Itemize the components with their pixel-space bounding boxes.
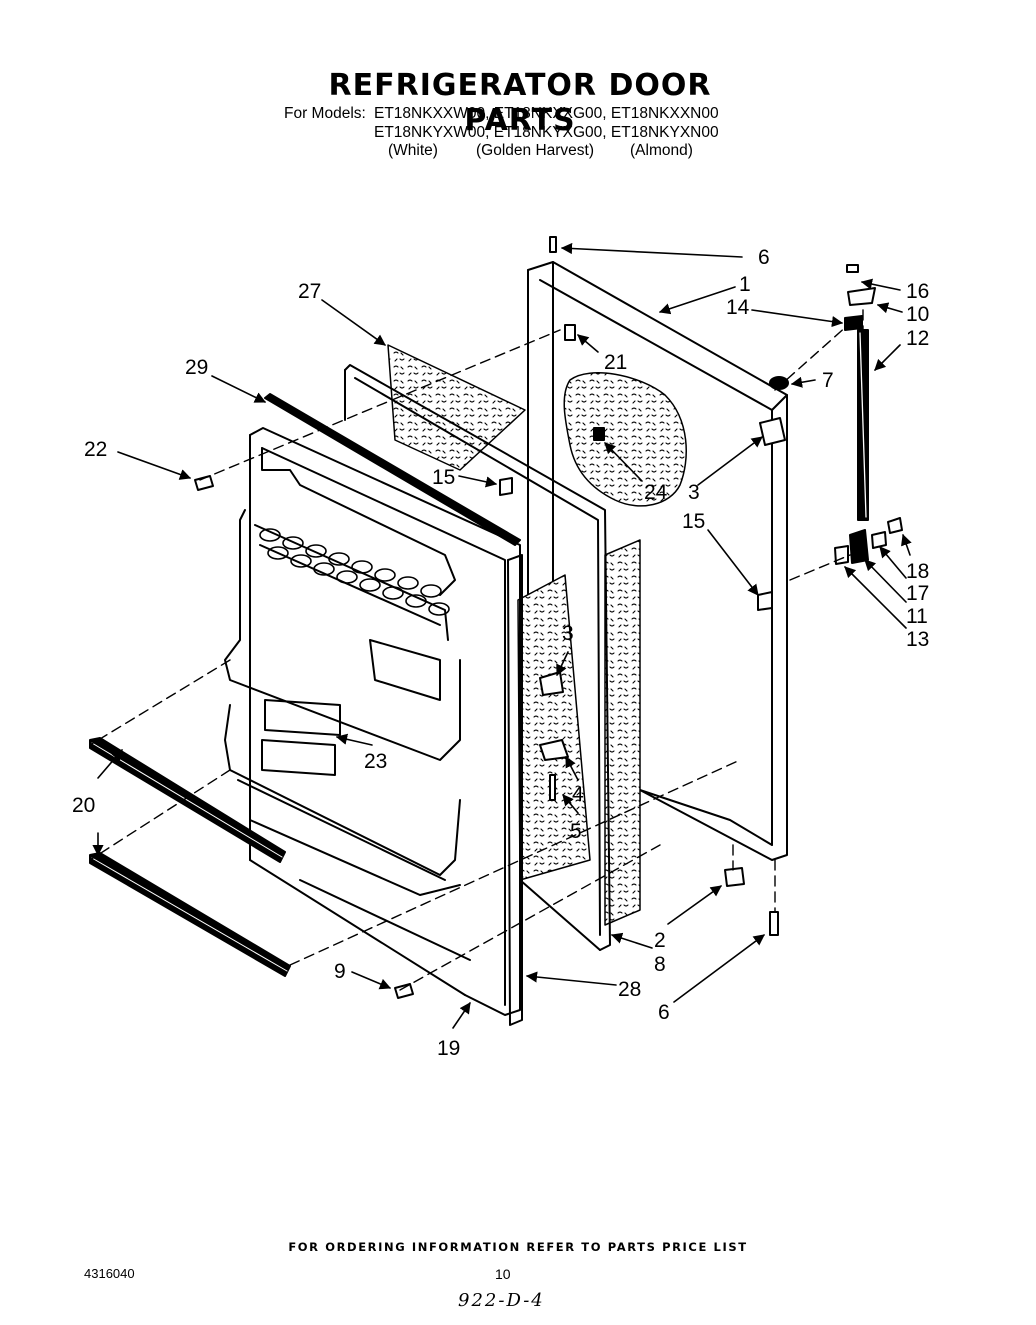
callout-17: 17 bbox=[906, 582, 929, 605]
callout-10: 10 bbox=[906, 303, 929, 326]
models-label: For Models: bbox=[284, 105, 366, 122]
callout-14: 14 bbox=[726, 296, 750, 319]
callout-4: 4 bbox=[572, 783, 584, 806]
screw-16 bbox=[846, 264, 859, 273]
plug-24 bbox=[593, 427, 605, 441]
bracket-3-lower bbox=[539, 671, 564, 696]
screw-9 bbox=[394, 983, 414, 999]
door-stop-7 bbox=[769, 376, 789, 390]
bushing-17 bbox=[871, 531, 887, 549]
bracket-13 bbox=[834, 545, 849, 565]
foot-2 bbox=[724, 867, 745, 887]
callout-22: 22 bbox=[84, 438, 107, 461]
callout-3-upper: 3 bbox=[688, 481, 700, 504]
callout-7: 7 bbox=[822, 369, 834, 392]
insulation-panel-upper bbox=[387, 344, 526, 471]
handwritten-reference: 922-D-4 bbox=[458, 1290, 545, 1311]
callout-18: 18 bbox=[906, 560, 929, 583]
callout-6-bottom: 6 bbox=[658, 1001, 670, 1024]
callout-24: 24 bbox=[644, 481, 668, 504]
top-trim-strip bbox=[264, 393, 521, 546]
bracket-14 bbox=[844, 315, 863, 331]
hinge-11 bbox=[849, 529, 869, 564]
model-list: For Models: ET18NKXXW00, ET18NKXXG00, ET1… bbox=[284, 104, 719, 142]
callout-23: 23 bbox=[364, 750, 387, 773]
callout-12: 12 bbox=[906, 327, 929, 350]
breaker-strip bbox=[507, 554, 523, 1026]
inner-door-liner bbox=[224, 427, 521, 1016]
document-number: 4316040 bbox=[84, 1266, 135, 1281]
pin-18 bbox=[887, 517, 903, 534]
door-shelf-bars bbox=[89, 737, 291, 977]
callout-27: 27 bbox=[298, 280, 321, 303]
clip-15-upper bbox=[499, 477, 513, 496]
screw-6-bottom bbox=[769, 911, 779, 936]
color-white: (White) bbox=[388, 142, 438, 159]
callout-16: 16 bbox=[906, 280, 929, 303]
models-line-1: ET18NKXXW00, ET18NKXXG00, ET18NKXXN00 bbox=[374, 105, 719, 122]
callout-8: 8 bbox=[654, 953, 666, 976]
callout-3-lower: 3 bbox=[562, 622, 574, 645]
assembly-guide-lines bbox=[89, 309, 864, 991]
egg-holders bbox=[259, 528, 450, 616]
color-golden-harvest: (Golden Harvest) bbox=[476, 142, 595, 159]
clip-15-lower bbox=[757, 591, 773, 611]
hardware-parts bbox=[194, 236, 903, 999]
screw-5 bbox=[549, 774, 556, 801]
callout-6-top: 6 bbox=[758, 246, 770, 269]
callout-numbers: 6 1 27 21 29 22 15 24 3 16 10 14 12 7 15… bbox=[72, 246, 929, 1060]
ordering-note: FOR ORDERING INFORMATION REFER TO PARTS … bbox=[288, 1240, 748, 1254]
callout-13: 13 bbox=[906, 628, 929, 651]
callout-21: 21 bbox=[604, 351, 627, 374]
plug-21 bbox=[564, 324, 576, 341]
callout-20: 20 bbox=[72, 794, 95, 817]
page-number: 10 bbox=[495, 1266, 511, 1282]
callout-2: 2 bbox=[654, 929, 666, 952]
page-title: REFRIGERATOR DOOR PARTS bbox=[328, 68, 712, 138]
insulation-panel-side bbox=[604, 539, 641, 926]
callout-19: 19 bbox=[437, 1037, 460, 1060]
callout-11: 11 bbox=[906, 605, 928, 628]
callout-1: 1 bbox=[739, 273, 751, 296]
callout-9: 9 bbox=[334, 960, 346, 983]
callout-15-lower: 15 bbox=[682, 510, 705, 533]
insulation-cutaway bbox=[563, 372, 687, 507]
callout-5: 5 bbox=[570, 820, 582, 843]
door-gasket bbox=[344, 364, 611, 951]
models-line-2: ET18NKYXW00, ET18NKYXG00, ET18NKYXN00 bbox=[374, 124, 719, 141]
color-almond: (Almond) bbox=[630, 142, 693, 159]
callout-28: 28 bbox=[618, 978, 641, 1001]
hinge-bracket-3 bbox=[759, 417, 786, 446]
callout-29: 29 bbox=[185, 356, 208, 379]
hinge-10 bbox=[847, 287, 876, 306]
screw-top bbox=[549, 236, 557, 253]
leader-arrows bbox=[92, 242, 912, 1029]
callout-15-upper: 15 bbox=[432, 466, 455, 489]
